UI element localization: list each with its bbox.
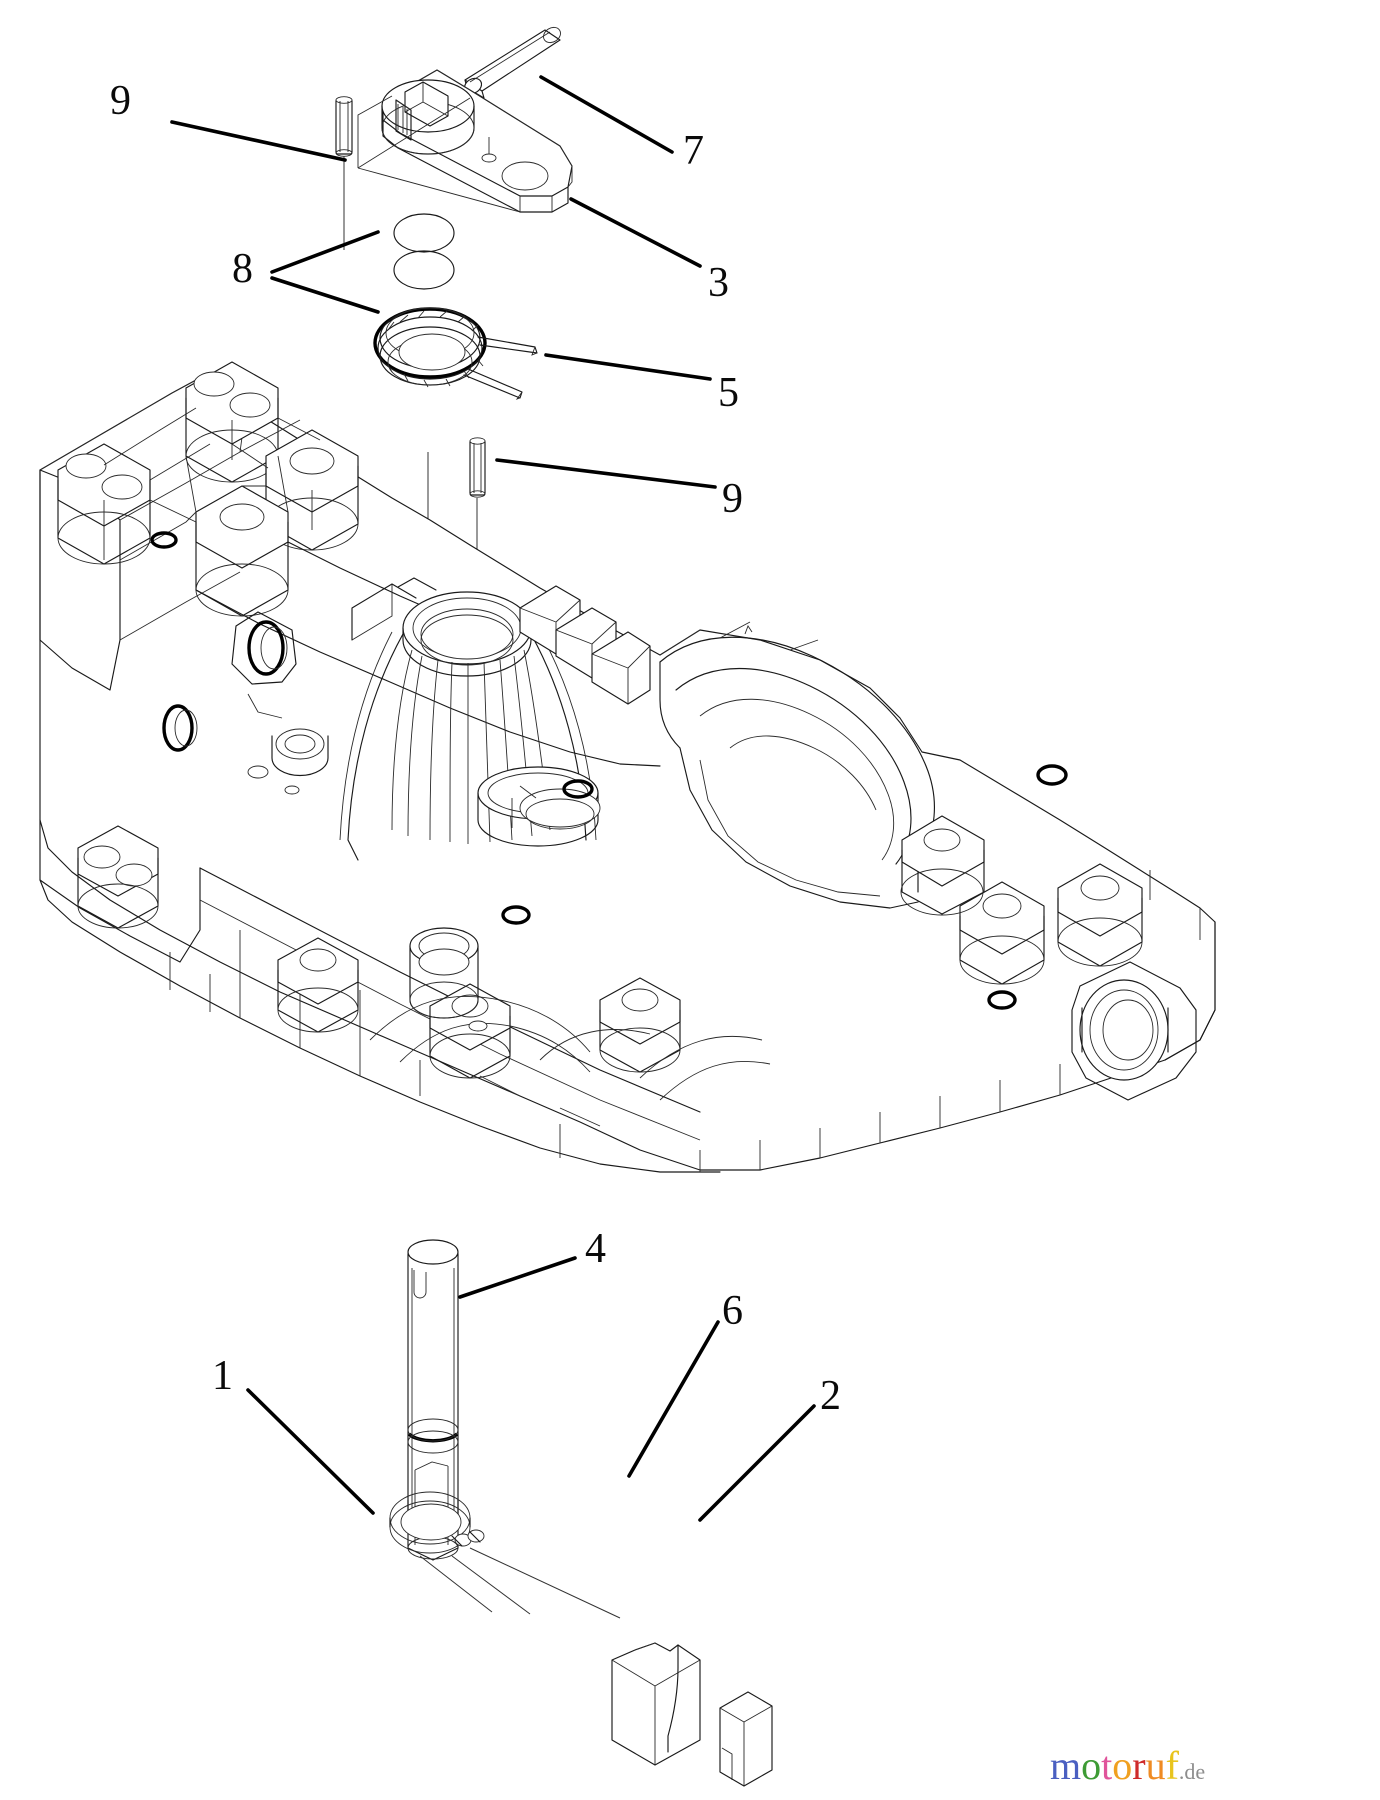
callout-leaders — [170, 75, 816, 1522]
callout-number-8: 8 — [232, 246, 253, 292]
leader-8a — [270, 230, 380, 274]
part-torsion-spring — [373, 307, 538, 555]
part-shaft — [407, 1239, 621, 1619]
callout-number-2: 2 — [820, 1373, 841, 1419]
wm-letter-o1: o — [1081, 1743, 1102, 1788]
callout-number-6: 6 — [722, 1288, 743, 1334]
leader-8b — [270, 276, 380, 314]
part-roll-pin-upper — [335, 96, 353, 250]
leader-2 — [698, 1404, 816, 1522]
part-roll-pin-long — [463, 26, 561, 99]
callout-number-9-lower: 9 — [722, 476, 743, 522]
part-shift-arm — [357, 69, 573, 213]
leader-3 — [569, 197, 702, 268]
wm-suffix: .de — [1178, 1759, 1206, 1784]
callout-number-7: 7 — [683, 128, 704, 174]
callout-number-1: 1 — [212, 1353, 233, 1399]
wm-letter-f: f — [1165, 1743, 1179, 1788]
callout-number-5: 5 — [718, 370, 739, 416]
wm-letter-m: m — [1050, 1743, 1082, 1788]
leader-5 — [544, 353, 712, 381]
part-roll-pin-lower — [469, 437, 486, 600]
part-key-small — [719, 1691, 773, 1787]
motoruf-watermark: motoruf.de — [1050, 1742, 1205, 1789]
wm-letter-o2: o — [1112, 1743, 1133, 1788]
leader-4 — [458, 1256, 577, 1299]
leader-9a — [170, 120, 347, 162]
wm-letter-t: t — [1101, 1743, 1113, 1788]
housing-shaft-sleeve — [409, 927, 488, 1032]
wm-letter-r: r — [1132, 1743, 1146, 1788]
leader-9b — [495, 458, 717, 489]
callout-number-9-upper: 9 — [110, 78, 131, 124]
part-o-ring-lower — [393, 250, 455, 290]
leader-6 — [627, 1320, 720, 1478]
part-key-large — [611, 1642, 701, 1766]
wm-letter-u: u — [1145, 1743, 1166, 1788]
part-transaxle-housing — [39, 361, 1216, 1173]
callout-number-3: 3 — [708, 260, 729, 306]
leader-1 — [246, 1388, 375, 1515]
housing-axle-bore — [1071, 961, 1197, 1101]
leader-7 — [539, 75, 674, 154]
housing-mid-bore — [477, 766, 601, 847]
part-o-ring-upper — [393, 213, 455, 253]
callout-number-4: 4 — [585, 1226, 606, 1272]
part-retaining-ring — [389, 1491, 485, 1554]
